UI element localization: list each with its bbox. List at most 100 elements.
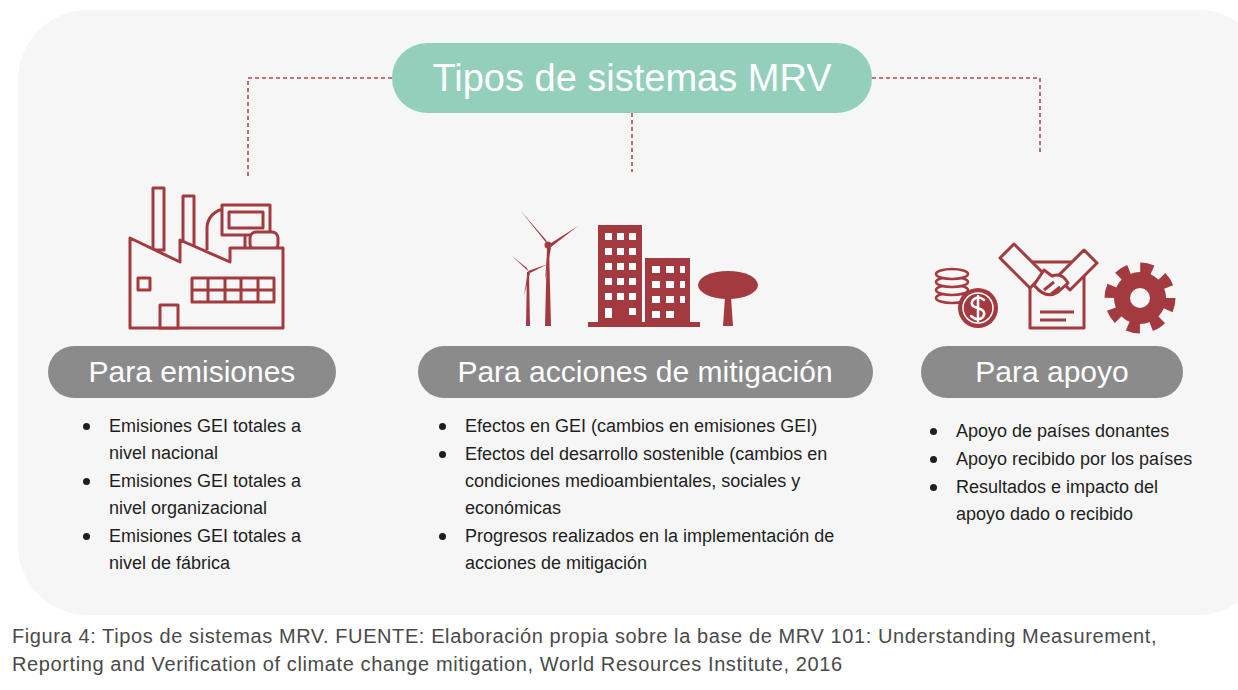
bullet-item: Emisiones GEI totales a nivel organizaci… — [109, 468, 327, 522]
icon-backdrop — [100, 178, 310, 346]
support-icon — [1110, 268, 1170, 328]
bullet-text: Efectos en GEI (cambios en emisiones GEI… — [465, 416, 817, 436]
city-icon — [723, 297, 733, 326]
support-icon — [971, 296, 984, 321]
city-icon — [524, 271, 530, 296]
bullet-dot — [83, 423, 90, 430]
icon-backdrop — [470, 172, 800, 346]
factory-icon — [130, 238, 283, 328]
city-icon — [605, 278, 612, 285]
bullet-text: Efectos del desarrollo sostenible (cambi… — [465, 444, 827, 518]
city-icon — [605, 308, 612, 318]
category-pill: Para emisiones — [48, 346, 336, 398]
factory-icon — [138, 278, 150, 290]
bullet-text: Emisiones GEI totales a nivel organizaci… — [109, 471, 301, 518]
support-icon — [1044, 282, 1060, 295]
bullet-item: Apoyo recibido por los países — [956, 446, 1194, 473]
city-icon — [598, 225, 642, 326]
support-icon — [963, 293, 993, 323]
figure-caption: Figura 4: Tipos de sistemas MRV. FUENTE:… — [12, 622, 1227, 678]
bullet-item: Efectos del desarrollo sostenible (cambi… — [465, 441, 865, 522]
city-icon — [520, 210, 548, 245]
icon-backdrop — [900, 152, 1200, 346]
city-icon — [680, 281, 685, 288]
factory-icon — [229, 212, 263, 228]
city-icon — [629, 308, 636, 315]
support-icon — [936, 244, 1170, 328]
node-text: Tipos de sistemas MRV — [432, 43, 831, 113]
bullet-item: Emisiones GEI totales a nivel nacional — [109, 413, 327, 467]
city-icon — [629, 278, 636, 285]
city-icon — [545, 242, 552, 249]
city-icon — [652, 311, 660, 318]
bullet-dot — [930, 484, 937, 491]
city-icon — [605, 233, 612, 240]
city-icon — [545, 246, 551, 326]
bullet-text: Apoyo recibido por los países — [956, 449, 1192, 469]
city-icon — [617, 278, 624, 285]
city-icon — [666, 296, 674, 303]
node-text: Para emisiones — [89, 346, 296, 398]
city-icon — [617, 263, 624, 270]
category-pill: Para acciones de mitigación — [418, 346, 873, 398]
bullet-text: Resultados e impacto del apoyo dado o re… — [956, 477, 1158, 524]
city-icon — [605, 233, 685, 318]
city-icon — [652, 296, 660, 303]
title-pill: Tipos de sistemas MRV — [392, 43, 872, 113]
factory-icon — [192, 278, 274, 302]
bullet-list: Emisiones GEI totales a nivel nacionalEm… — [109, 413, 327, 578]
city-icon — [698, 271, 758, 299]
city-icon — [645, 258, 690, 326]
support-icon — [1110, 268, 1170, 328]
bullet-item: Efectos en GEI (cambios en emisiones GEI… — [465, 413, 865, 440]
city-icon — [629, 233, 636, 240]
bullet-text: Apoyo de países donantes — [956, 421, 1169, 441]
city-icon — [512, 210, 758, 327]
city-icon — [652, 266, 660, 273]
bullet-text: Progresos realizados en la implementació… — [465, 526, 834, 573]
factory-icon — [153, 188, 164, 250]
bullet-list: Apoyo de países donantesApoyo recibido p… — [956, 418, 1194, 529]
support-icon — [1040, 312, 1074, 320]
city-icon — [629, 263, 636, 270]
support-icon — [1114, 272, 1166, 324]
support-icon — [936, 269, 968, 279]
city-icon — [629, 248, 636, 255]
city-icon — [545, 245, 551, 280]
city-icon — [605, 293, 612, 300]
city-icon — [617, 248, 624, 255]
background-panel — [18, 10, 1238, 615]
support-icon — [1000, 244, 1097, 328]
city-icon — [605, 248, 612, 255]
category-pill: Para apoyo — [921, 346, 1183, 398]
city-icon — [548, 226, 578, 247]
city-icon — [605, 263, 612, 270]
city-icon — [680, 266, 685, 273]
bullet-text: Emisiones GEI totales a nivel nacional — [109, 416, 301, 463]
city-icon — [629, 293, 636, 300]
bullet-dot — [439, 451, 446, 458]
bullet-text: Emisiones GEI totales a nivel de fábrica — [109, 526, 301, 573]
bullet-dot — [439, 533, 446, 540]
city-icon — [528, 264, 548, 273]
bullet-dot — [930, 456, 937, 463]
bullet-item: Progresos realizados en la implementació… — [465, 523, 865, 577]
city-icon — [512, 256, 528, 271]
bullet-dot — [439, 423, 446, 430]
city-icon — [588, 322, 700, 327]
city-icon — [716, 290, 741, 300]
city-icon — [666, 281, 674, 288]
factory-icon — [130, 188, 283, 328]
bullet-list: Efectos en GEI (cambios en emisiones GEI… — [465, 413, 865, 578]
support-icon — [1130, 288, 1150, 308]
city-icon — [666, 311, 674, 318]
node-text: Para acciones de mitigación — [457, 346, 832, 398]
support-icon — [1034, 270, 1068, 295]
factory-icon — [192, 278, 274, 302]
icon-backdrop — [100, 152, 1200, 346]
bullet-dot — [83, 533, 90, 540]
support-icon — [958, 288, 998, 328]
city-icon — [666, 266, 674, 273]
bullet-item: Resultados e impacto del apoyo dado o re… — [956, 474, 1194, 528]
